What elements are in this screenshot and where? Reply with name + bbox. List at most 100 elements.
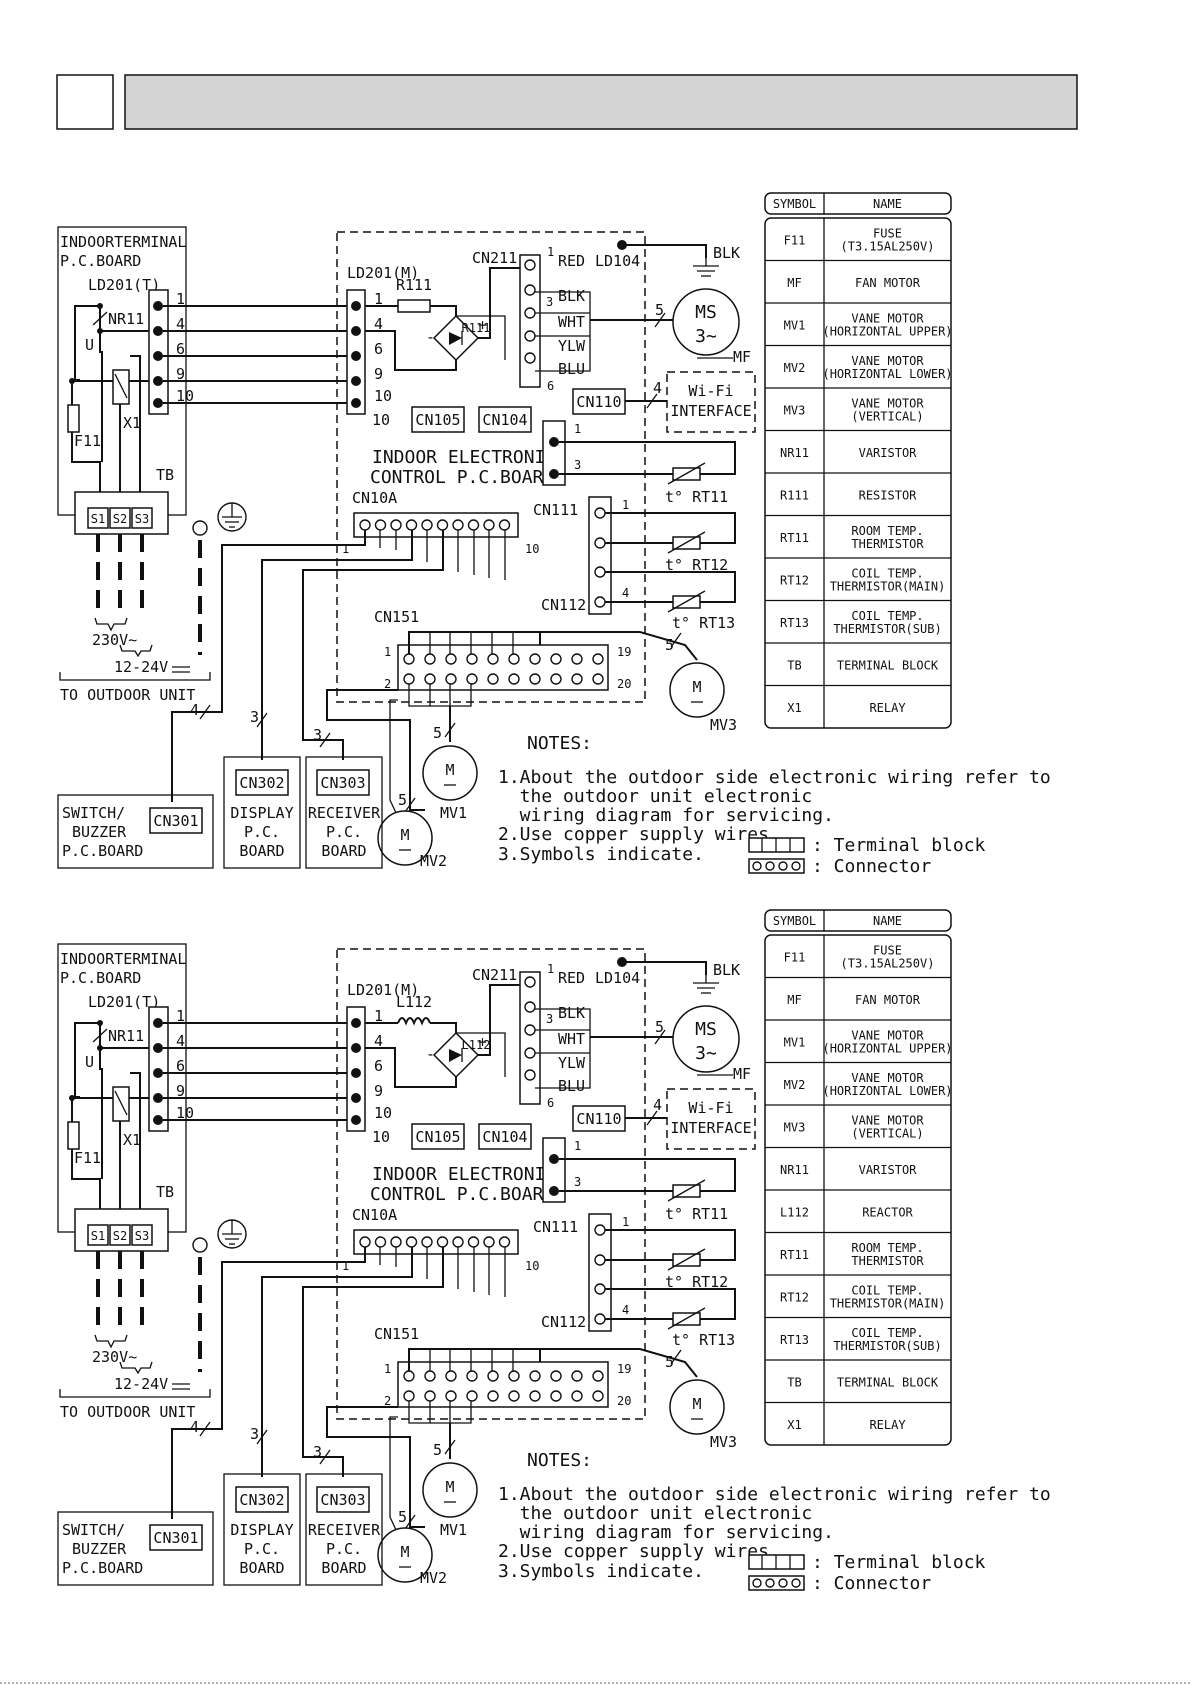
name-cell: COIL TEMP. [851, 1283, 923, 1297]
fan-motor-mf [672, 1005, 740, 1073]
cn151-pin [487, 653, 499, 665]
relay-contact [114, 1090, 128, 1116]
terminal-pin [153, 376, 163, 386]
wiring-diagram-resistor-variant: INDOORTERMINALP.C.BOARDLD201(T)NR11UX1F1… [57, 192, 1051, 877]
cn105-connector [411, 1123, 465, 1150]
wifi-interface-label-2: INTERFACE [670, 402, 751, 420]
display-name-2: BOARD [239, 842, 284, 860]
cn151-pin [529, 1390, 541, 1402]
cn10a-pin [405, 1236, 418, 1248]
cn151-pin [508, 1390, 520, 1402]
resistor-r111 [397, 299, 431, 313]
cn211-pin-3: 3 [546, 295, 553, 309]
note-line-3: 2.Use copper supply wires. [498, 824, 780, 845]
mv2-wire [326, 689, 425, 811]
indoor-terminal-title: INDOORTERMINAL [60, 950, 186, 968]
cn151-pin-2: 2 [384, 1394, 391, 1408]
vane-motor-mv1: M [422, 745, 478, 801]
cn151-pin [403, 673, 415, 685]
cn211-label: CN211 [472, 966, 517, 984]
cn151-pin [403, 1370, 415, 1382]
cn112-connector [588, 496, 612, 615]
thermistor-slash [667, 1248, 706, 1271]
cn111-connector [542, 1137, 566, 1203]
name-cell: RESISTOR [859, 488, 918, 502]
brace-12-24v [119, 1361, 153, 1375]
cn10a-pin [467, 1236, 480, 1248]
mv3-label: MV3 [710, 716, 737, 734]
wire-count-tick [319, 1449, 331, 1465]
wire-count-tick [646, 393, 658, 409]
cn105-connector [411, 406, 465, 433]
cn10a-pin [483, 519, 495, 531]
wire [71, 432, 101, 492]
fan-pin-count: 5 [655, 1018, 664, 1036]
wifi-pin-count: 4 [653, 379, 662, 397]
tb-label: TB [156, 1183, 174, 1201]
cn10a-pin-10: 10 [525, 542, 539, 556]
ld201m-pin [351, 301, 361, 311]
wire-count-tick [199, 704, 211, 720]
bridge-plus-sign: + [478, 316, 487, 334]
ground-terminal [192, 1237, 208, 1253]
display-board [223, 756, 301, 869]
cn104-connector [478, 1123, 532, 1150]
board-name-line1: INDOOR ELECTRONIC [372, 1164, 556, 1185]
cn151-pin [487, 1390, 499, 1402]
wire-color-red: RED [558, 969, 585, 987]
cn10a-pin [359, 1236, 371, 1248]
vane-motor-mv3-letter: M [692, 1395, 701, 1413]
cn303-connector [316, 769, 370, 796]
vane-motor-mv3-letter: M [692, 678, 701, 696]
wire-color-wht: WHT [558, 313, 585, 331]
f11-label: F11 [74, 432, 101, 450]
ld201m-pin [351, 1068, 361, 1078]
name-cell: VARISTOR [859, 446, 918, 460]
cn10a-pin [374, 1236, 387, 1248]
brace-230v [94, 617, 128, 632]
cn105-label: CN105 [415, 411, 460, 429]
cn151-pin [424, 1370, 436, 1382]
mv2-wire [326, 1406, 425, 1528]
wire [430, 1022, 457, 1033]
ld201m-pin-number: 6 [374, 1057, 383, 1075]
indoor-terminal-subtitle: P.C.BOARD [60, 969, 141, 987]
x1-label: X1 [123, 1131, 141, 1149]
wire-color-ylw: YLW [558, 337, 586, 355]
cn151-pin [592, 673, 604, 685]
symbol-cell: MV1 [784, 1035, 806, 1049]
symbol-cell: MV3 [784, 403, 806, 417]
display-name-0: DISPLAY [230, 1521, 293, 1539]
symbol-cell: RT13 [780, 1333, 809, 1347]
cn151-pin [424, 673, 436, 685]
cn211-pin [524, 976, 536, 988]
note-line-1: the outdoor unit electronic [498, 786, 812, 807]
cn151-pin [403, 653, 415, 665]
legend-connector-pin [791, 861, 801, 871]
cn302-label: CN302 [239, 1491, 284, 1509]
ld201m-pin [351, 1043, 361, 1053]
cn151-pin [592, 1370, 604, 1382]
cn211-pin [524, 352, 536, 364]
wire-count-tick [319, 732, 331, 748]
mv1-pin-count: 5 [433, 724, 442, 742]
bridge-diode [449, 332, 462, 345]
bridge-plus: R111 [462, 321, 491, 335]
board-name-line1: INDOOR ELECTRONIC [372, 447, 556, 468]
rt13-label: t° RT13 [672, 614, 735, 632]
wire-color-blu: BLU [558, 360, 585, 378]
terminal-pin [153, 1115, 163, 1125]
indoor-terminal-subtitle: P.C.BOARD [60, 252, 141, 270]
cn151-pin [571, 673, 583, 685]
note-line-2: wiring diagram for servicing. [498, 805, 834, 826]
cn112-pin [594, 566, 606, 578]
wire [365, 1047, 457, 1088]
mv3-pin-count: 5 [665, 1353, 674, 1371]
blk-label: BLK [713, 244, 740, 262]
vane-motor-mv3-circle [669, 1379, 725, 1435]
cn111-pin [549, 1154, 559, 1164]
brace-12-24v [119, 644, 153, 658]
tb-terminal-s1 [87, 507, 109, 529]
wifi-interface-box [666, 1088, 756, 1150]
vane-motor-mv2: M [377, 810, 433, 866]
